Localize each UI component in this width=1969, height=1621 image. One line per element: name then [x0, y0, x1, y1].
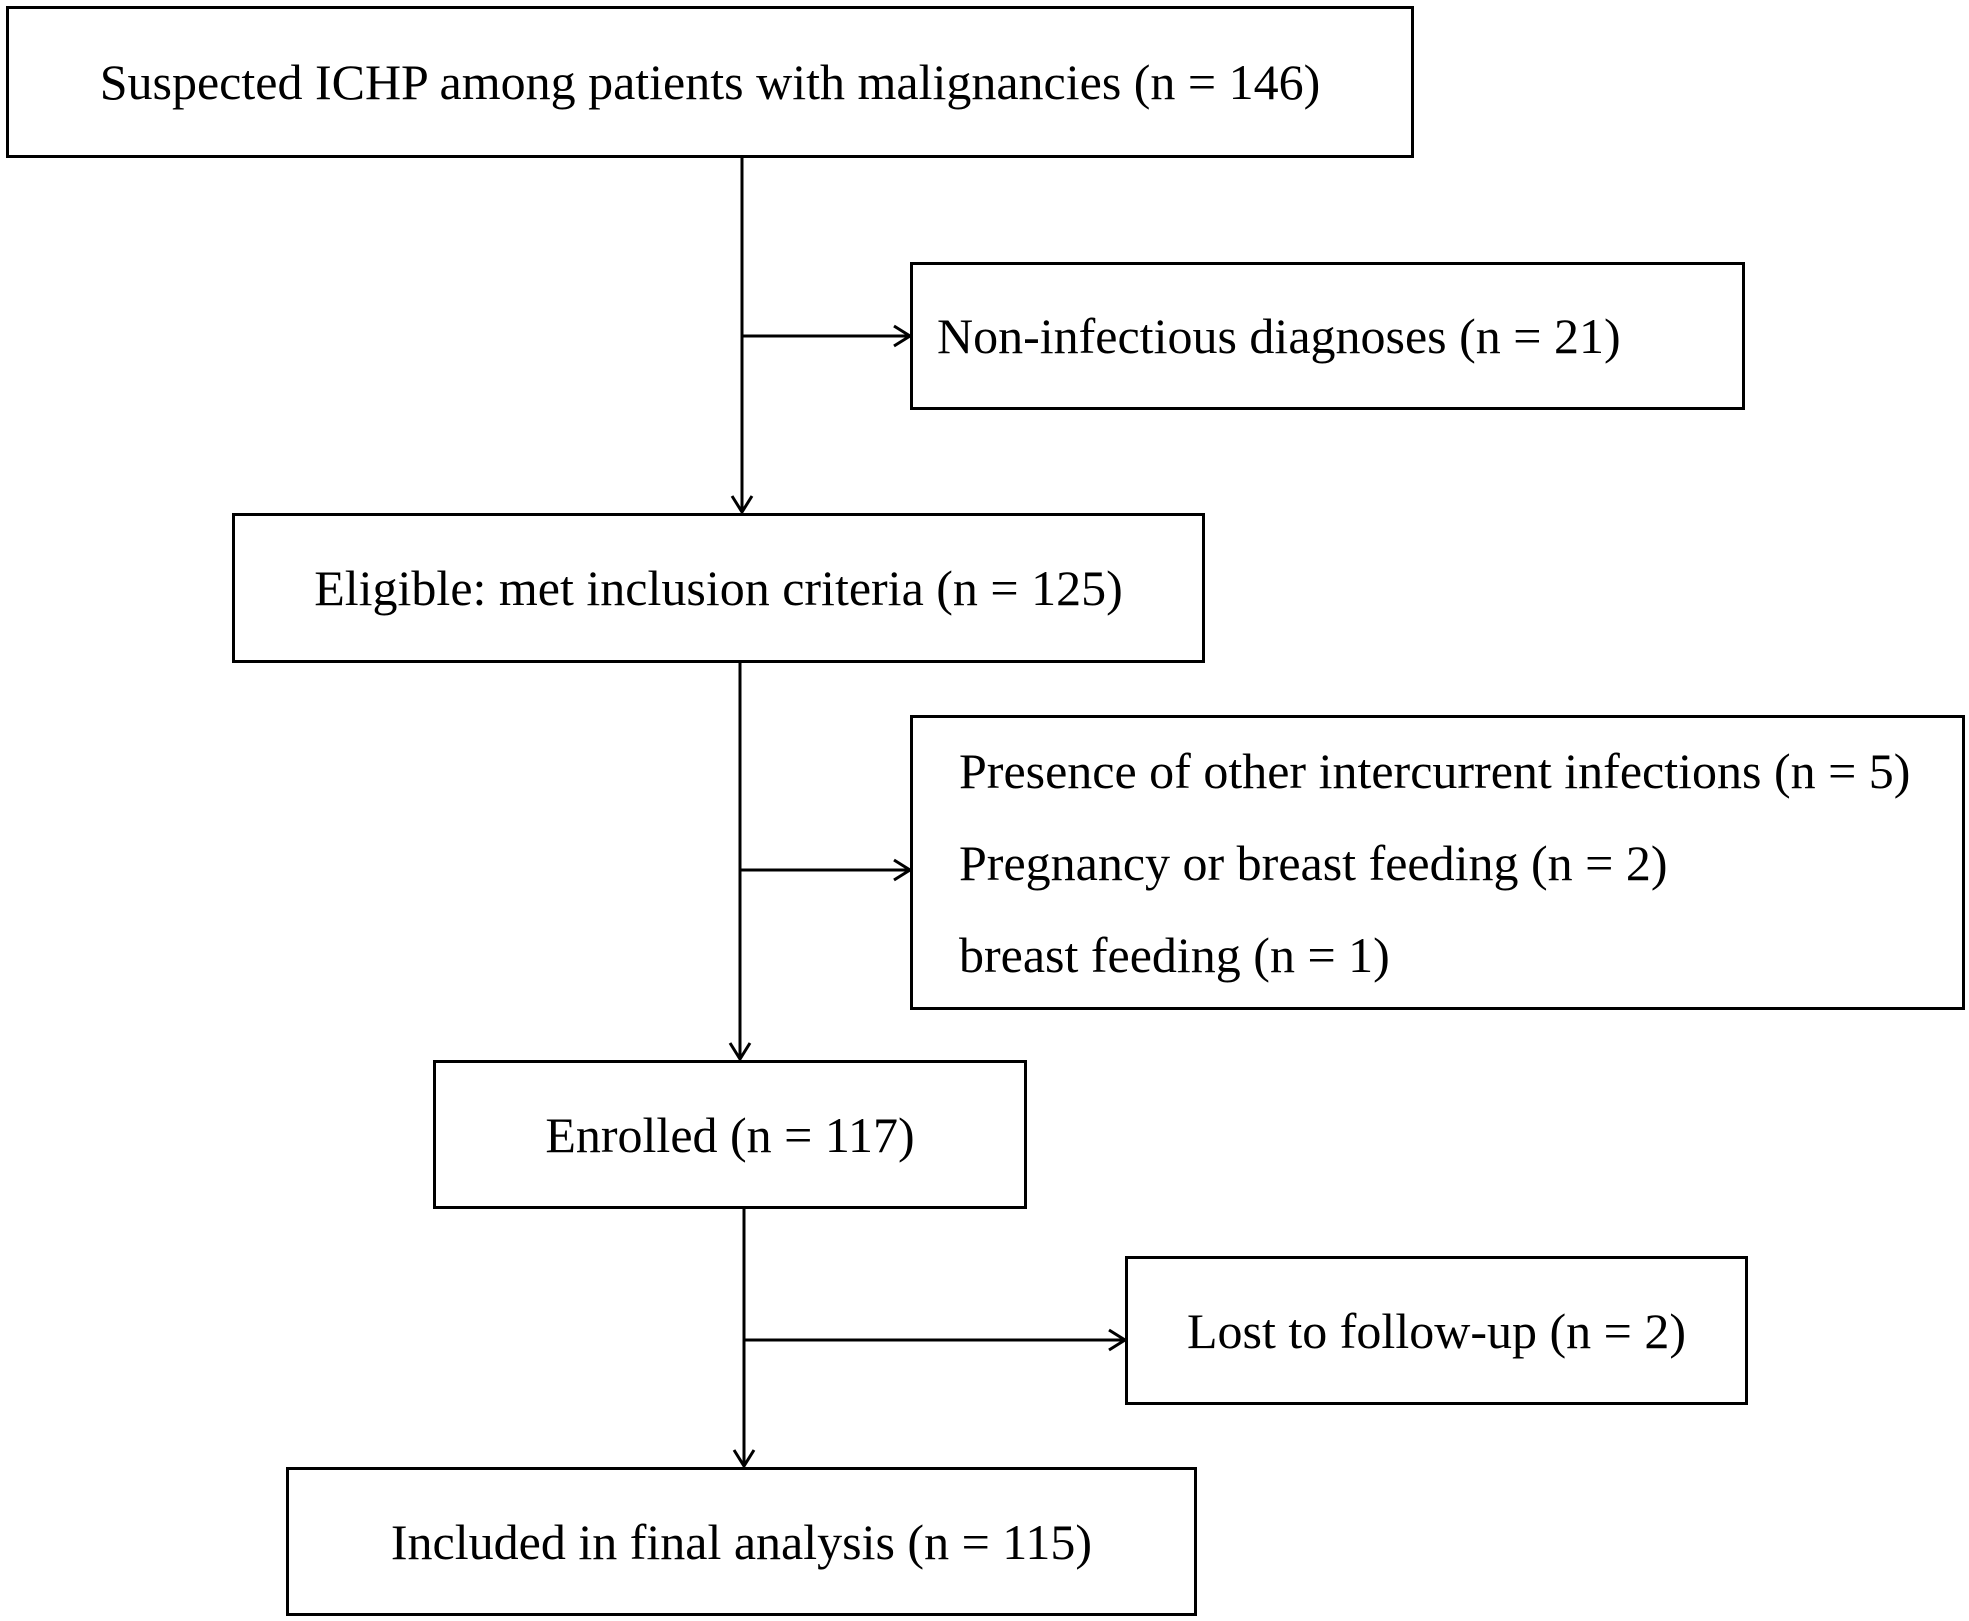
box-eligible-label: Eligible: met inclusion criteria (n = 12…	[314, 560, 1123, 616]
box-enrolled-label: Enrolled (n = 117)	[545, 1106, 915, 1163]
box-non-infectious-label: Non-infectious diagnoses (n = 21)	[937, 308, 1621, 364]
box-non-infectious: Non-infectious diagnoses (n = 21)	[910, 262, 1745, 410]
box-eligible: Eligible: met inclusion criteria (n = 12…	[232, 513, 1205, 663]
box-suspected: Suspected ICHP among patients with malig…	[6, 6, 1414, 158]
box-exclusions: Presence of other intercurrent infection…	[910, 715, 1965, 1010]
exclusion-item: Pregnancy or breast feeding (n = 2)	[959, 834, 1668, 891]
arrowhead-eligible	[730, 495, 754, 515]
arrowhead-final	[732, 1449, 756, 1469]
arrowhead-enrolled	[728, 1042, 752, 1062]
exclusion-item: breast feeding (n = 1)	[959, 926, 1390, 983]
box-enrolled: Enrolled (n = 117)	[433, 1060, 1027, 1209]
box-final-analysis: Included in final analysis (n = 115)	[286, 1467, 1197, 1616]
exclusion-item: Presence of other intercurrent infection…	[959, 742, 1911, 799]
box-lost-to-follow-up-label: Lost to follow-up (n = 2)	[1187, 1302, 1686, 1359]
box-suspected-label: Suspected ICHP among patients with malig…	[99, 54, 1321, 110]
box-lost-to-follow-up: Lost to follow-up (n = 2)	[1125, 1256, 1748, 1405]
box-final-analysis-label: Included in final analysis (n = 115)	[390, 1513, 1093, 1570]
